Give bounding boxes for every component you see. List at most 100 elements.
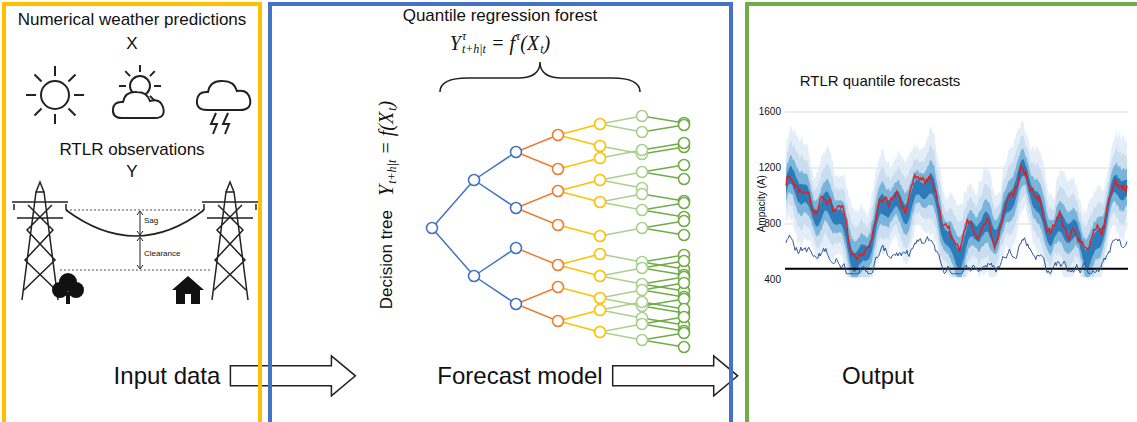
tree-node bbox=[637, 167, 648, 178]
tree-node bbox=[469, 271, 480, 282]
sun-icon bbox=[26, 66, 84, 124]
tree-branch bbox=[558, 321, 600, 332]
tree-branch bbox=[432, 180, 474, 228]
tree-branch bbox=[642, 143, 684, 150]
tree-branch bbox=[600, 310, 642, 318]
tree-node bbox=[637, 205, 648, 216]
tree-branch bbox=[558, 225, 600, 236]
tree-node bbox=[553, 186, 564, 197]
tree-node bbox=[595, 305, 606, 316]
tree-node bbox=[595, 249, 606, 260]
tree-branch bbox=[642, 277, 684, 284]
tree-branch bbox=[642, 116, 684, 123]
subscript: t+h|t bbox=[462, 43, 486, 56]
tree-node bbox=[679, 278, 690, 289]
tree-label: Decision tree bbox=[378, 210, 395, 309]
tree-node bbox=[553, 164, 564, 175]
tree-branch bbox=[600, 124, 642, 132]
tree-branch bbox=[642, 290, 684, 297]
tree-branch bbox=[642, 262, 684, 269]
tree-node bbox=[679, 328, 690, 339]
tree-node bbox=[637, 145, 648, 156]
tree-node bbox=[637, 297, 648, 308]
panel: RTLR quantile forecastsOutput bbox=[745, 2, 1137, 422]
superscript: τ bbox=[462, 30, 486, 43]
tree-branch bbox=[558, 310, 600, 321]
transmission-towers bbox=[12, 182, 258, 300]
tree-branch bbox=[558, 191, 600, 202]
tree-branch bbox=[642, 261, 684, 268]
tree-branch bbox=[600, 194, 642, 202]
heading: Numerical weather predictions bbox=[18, 10, 247, 30]
tree-branch bbox=[642, 228, 684, 235]
block-arrow bbox=[230, 356, 355, 396]
tree-branch bbox=[642, 125, 684, 132]
panel: Numerical weather predictionsXRTLR obser… bbox=[2, 2, 262, 422]
tree-branch bbox=[600, 268, 642, 276]
tree-node bbox=[595, 327, 606, 338]
tree-node bbox=[637, 189, 648, 200]
sun-ray bbox=[139, 65, 141, 72]
tree-branch bbox=[642, 210, 684, 217]
formula-part: Y bbox=[450, 33, 461, 53]
panel: Quantile regression forestYτt+h|t= fτ(Xt… bbox=[268, 2, 733, 422]
tree-node bbox=[595, 271, 606, 282]
axis-tick: 400 bbox=[764, 274, 781, 286]
variable-name: Y bbox=[126, 162, 137, 182]
tree-branch bbox=[600, 254, 642, 262]
tree-branch bbox=[516, 152, 558, 169]
panel-label: Forecast model bbox=[437, 362, 602, 390]
tree-node bbox=[679, 342, 690, 353]
formula-part: ) bbox=[544, 33, 551, 53]
formula-part: ) bbox=[376, 101, 396, 108]
formula: Yτt+h|t= fτ(Xt) bbox=[450, 30, 550, 55]
tree-node bbox=[679, 138, 690, 149]
tree-node bbox=[595, 119, 606, 130]
tree-branch bbox=[558, 287, 600, 298]
tree-branch bbox=[516, 304, 558, 321]
tree-and-house bbox=[52, 273, 204, 304]
tree-node bbox=[595, 175, 606, 186]
variable-name: X bbox=[126, 34, 137, 54]
tree-node bbox=[595, 293, 606, 304]
subscript: t bbox=[386, 107, 398, 110]
sun-ray bbox=[68, 108, 75, 115]
tree-branch bbox=[600, 324, 642, 332]
tree-branch bbox=[642, 203, 684, 210]
tree-branch bbox=[642, 324, 684, 331]
sun-ray bbox=[68, 74, 75, 81]
tree-node bbox=[679, 216, 690, 227]
tree-node bbox=[553, 220, 564, 231]
tree-node bbox=[553, 316, 564, 327]
panel-label: Input data bbox=[114, 362, 221, 390]
tree-branch bbox=[642, 255, 684, 262]
axis-tick: 1200 bbox=[759, 162, 781, 174]
tree-branch bbox=[600, 228, 642, 236]
forecast-chart bbox=[785, 112, 1128, 277]
tree-node bbox=[637, 127, 648, 138]
tree-branch bbox=[642, 194, 684, 201]
tree-node bbox=[595, 231, 606, 242]
tree-branch bbox=[642, 283, 684, 290]
observed-low-line bbox=[786, 235, 1127, 274]
sun-ray bbox=[125, 71, 130, 76]
tree-branch bbox=[600, 180, 642, 188]
tree-branch bbox=[474, 276, 516, 304]
block-arrow bbox=[613, 356, 738, 396]
tree-branch bbox=[516, 135, 558, 152]
tree-branch bbox=[642, 318, 684, 325]
tree-branch bbox=[642, 165, 684, 172]
formula: Yt+h|t= f(Xt) bbox=[376, 101, 396, 196]
tree-branch bbox=[642, 302, 684, 309]
quantile-band bbox=[786, 121, 1127, 278]
dimension-label: Sag bbox=[144, 216, 158, 225]
storm-cloud-icon bbox=[197, 81, 250, 134]
tree-branch bbox=[516, 248, 558, 265]
tree-branch bbox=[516, 208, 558, 225]
tree-branch bbox=[474, 152, 516, 180]
sun-ray bbox=[154, 85, 161, 87]
tree-branch bbox=[558, 124, 600, 135]
formula-part: Y bbox=[376, 185, 396, 196]
